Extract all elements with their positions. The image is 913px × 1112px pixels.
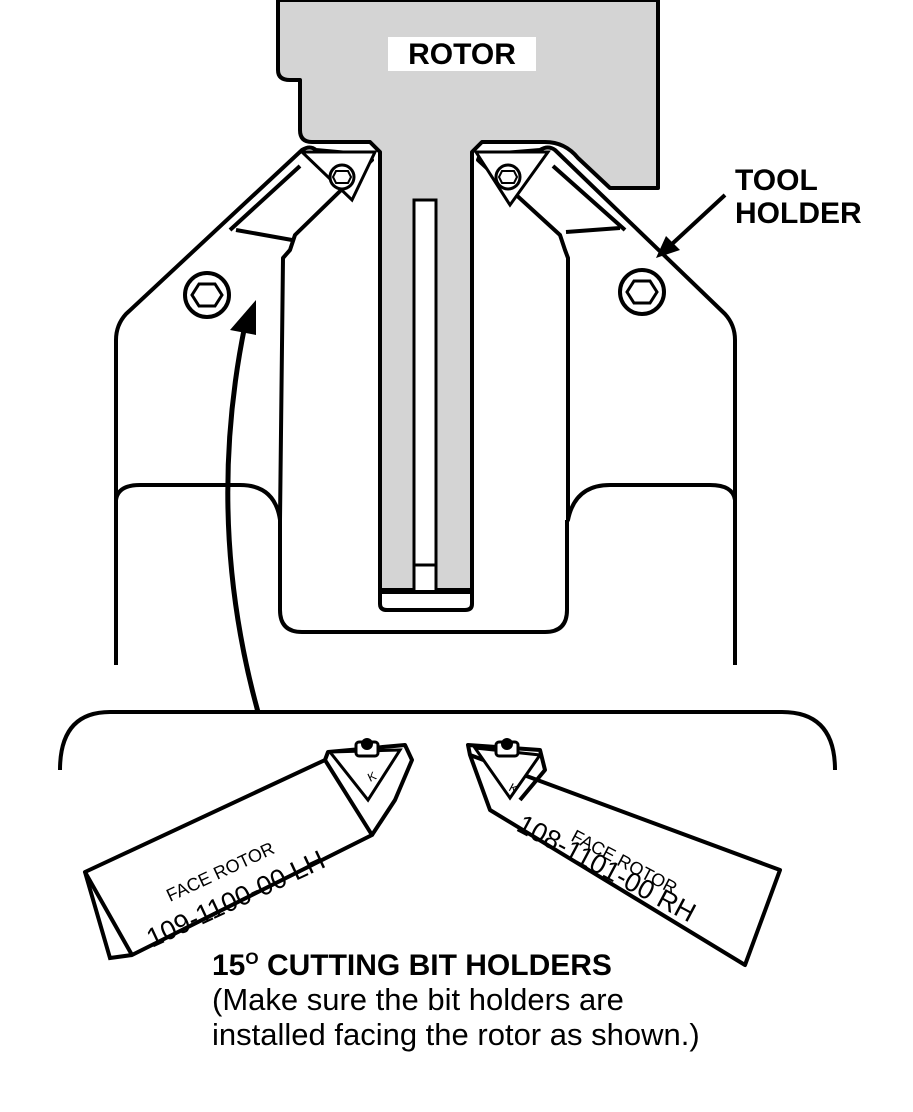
bit-screw-lh-icon [361, 738, 373, 750]
spindle-nut [378, 590, 474, 612]
bit-holder-rh: K FACE ROTOR 108-1101-00 RH [466, 738, 782, 967]
bits-bracket [58, 710, 837, 771]
bit-holder-lh: K FACE ROTOR 109-1100-00 LH [83, 738, 414, 961]
tool-holder-left [114, 145, 378, 665]
caption-title-rest: CUTTING BIT HOLDERS [259, 949, 612, 982]
install-arrow [225, 324, 261, 713]
caption-title-number: 15 [212, 949, 245, 982]
install-arrowhead-icon [230, 300, 256, 335]
caption-line3: installed facing the rotor as shown.) [212, 1017, 700, 1052]
caption-title-degree: O [245, 949, 258, 968]
spindle-slot [412, 198, 438, 594]
bit-screw-rh-icon [501, 738, 513, 750]
rotor-label: ROTOR [408, 38, 516, 71]
caption-title: 15O CUTTING BIT HOLDERS [212, 949, 612, 982]
tool-holder-right [473, 145, 737, 665]
tool-holder-pointer [670, 193, 727, 246]
holder-bolt-left-icon [183, 271, 231, 319]
holder-bolt-right-icon [618, 268, 666, 316]
tool-holder-arrowhead-icon [656, 236, 680, 258]
rotor-block: ROTOR [276, 0, 660, 612]
tool-holder-label-line2: HOLDER [735, 197, 862, 230]
tool-holder-label-line1: TOOL [735, 164, 818, 197]
caption-line2: (Make sure the bit holders are [212, 982, 624, 1017]
caption: 15O CUTTING BIT HOLDERS (Make sure the b… [212, 949, 700, 1052]
lathe-frame [278, 520, 569, 634]
